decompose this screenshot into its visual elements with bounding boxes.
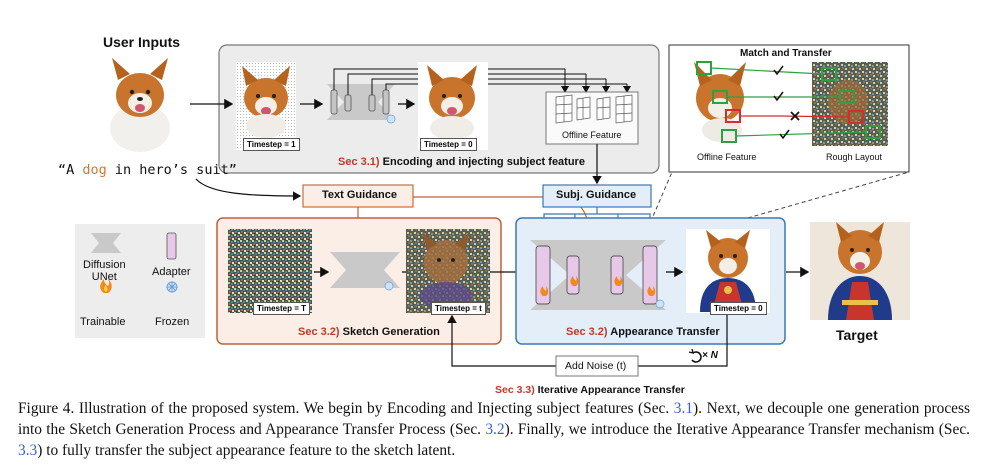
match-right-label: Rough Layout <box>826 152 883 162</box>
match-rough-layout-image <box>812 62 888 146</box>
legend-adapter-label: Adapter <box>152 266 191 278</box>
legend-unet-line1: Diffusion <box>83 259 126 271</box>
sketch-latent-image <box>406 229 490 313</box>
offline-feature-grids <box>555 94 633 124</box>
timestep-label: Timestep = 1 <box>243 138 300 151</box>
target-image <box>810 222 910 320</box>
caption-part: Figure 4. Illustration of the proposed s… <box>18 400 674 417</box>
sketch-section-title: Sec 3.2) Sketch Generation <box>298 326 440 338</box>
caption-part: ). Finally, we introduce the Iterative A… <box>504 421 970 438</box>
stage1-unet-icon <box>327 84 396 124</box>
offline-feature-label: Offline Feature <box>562 130 622 140</box>
section-title: Appearance Transfer <box>610 326 720 338</box>
match-cross-icon <box>790 111 800 121</box>
match-left-label: Offline Feature <box>697 152 757 162</box>
encoding-section-title: Sec 3.1) Encoding and injecting subject … <box>338 156 585 168</box>
add-noise-label: Add Noise (t) <box>565 360 627 372</box>
section-title: Encoding and injecting subject feature <box>382 156 585 168</box>
legend-adapter-icon <box>166 232 177 260</box>
subj-guidance-label: Subj. Guidance <box>556 189 637 201</box>
legend-unet-label: Diffusion UNet <box>83 259 126 283</box>
section-reference-link[interactable]: 3.1 <box>673 400 694 417</box>
prompt-suffix: in hero’s suit” <box>106 162 237 178</box>
section-number: Sec 3.3) <box>495 384 535 396</box>
match-transfer-title: Match and Transfer <box>740 48 832 59</box>
text-prompt: “A dog in hero’s suit” <box>58 162 237 178</box>
legend-unet-icon <box>91 233 121 253</box>
target-label: Target <box>836 327 878 343</box>
repeat-icon <box>688 348 702 363</box>
figure-caption: Figure 4. Illustration of the proposed s… <box>18 398 970 461</box>
timestep-label: Timestep = 0 <box>420 138 477 151</box>
caption-part: ). Next, we decouple one generation proc… <box>18 400 970 438</box>
section-title: Sketch Generation <box>342 326 440 338</box>
appearance-unet-icon <box>530 240 666 310</box>
appearance-output-image <box>686 229 770 313</box>
legend-trainable-label: Trainable <box>80 316 126 328</box>
legend-fire-icon <box>100 279 112 293</box>
encoded-dog-image-t0 <box>418 62 488 150</box>
section-number: Sec 3.2) <box>298 326 340 338</box>
user-inputs-title: User Inputs <box>103 34 181 50</box>
legend-snowflake-icon <box>166 281 178 293</box>
timestep-label: Timestep = 0 <box>710 302 767 315</box>
encoded-dog-image-t1 <box>236 62 296 150</box>
section-number: Sec 3.1) <box>338 156 380 168</box>
iterative-section-title: Sec 3.3) Iterative Appearance Transfer <box>495 384 685 396</box>
prompt-keyword: dog <box>82 162 107 178</box>
match-lines <box>710 67 867 137</box>
timestep-label: Timestep = T <box>253 302 310 315</box>
timestep-label: Timestep = t <box>431 302 486 315</box>
user-input-dog-image <box>94 55 186 153</box>
add-noise-box <box>555 355 639 377</box>
repeat-count-label: × N <box>702 350 718 361</box>
prompt-prefix: “A <box>58 162 83 178</box>
sketch-unet-icon <box>330 252 400 291</box>
text-guidance-label: Text Guidance <box>322 189 397 201</box>
section-title: Iterative Appearance Transfer <box>537 384 685 396</box>
legend-panel <box>75 224 205 338</box>
caption-part: ) to fully transfer the subject appearan… <box>37 442 456 459</box>
section-reference-link[interactable]: 3.2 <box>485 421 505 438</box>
noise-latent-image <box>228 229 312 313</box>
diagram-canvas <box>75 44 910 377</box>
legend-unet-line2: UNet <box>91 271 117 283</box>
section-reference-link[interactable]: 3.3 <box>18 442 38 459</box>
legend-frozen-label: Frozen <box>155 316 190 328</box>
appearance-section-title: Sec 3.2) Appearance Transfer <box>566 326 720 338</box>
match-check-icons <box>773 65 790 140</box>
section-number: Sec 3.2) <box>566 326 608 338</box>
